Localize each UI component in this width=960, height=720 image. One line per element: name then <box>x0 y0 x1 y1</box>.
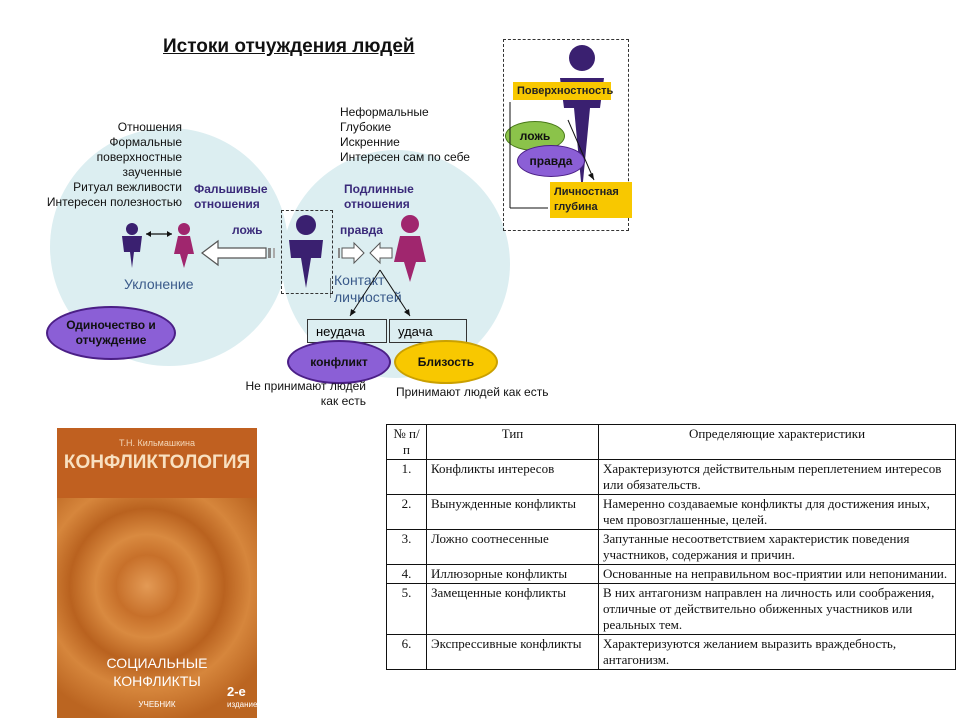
inset-frame <box>503 39 629 231</box>
false-relations-label: Фальшивые отношения <box>194 182 268 211</box>
table-cell: 3. <box>386 529 427 565</box>
truth-label: правда <box>340 223 383 237</box>
table-cell: Вынужденные конфликты <box>426 494 599 530</box>
table-cell: 1. <box>386 459 427 495</box>
conflicts-table: № п/п Тип Определяющие характеристики 1.… <box>386 424 956 670</box>
table-row: 1. Конфликты интересов Характеризуются д… <box>386 459 956 495</box>
closeness-ellipse: Близость <box>394 340 498 384</box>
table-cell: Намеренно создаваемые конфликты для дост… <box>598 494 956 530</box>
book-subtitle: СОЦИАЛЬНЫЕ КОНФЛИКТЫ <box>106 655 208 689</box>
table-header: Тип <box>426 424 599 460</box>
inset-arrow-icon <box>509 102 595 209</box>
book-cover: Т.Н. Кильмашкина КОНФЛИКТОЛОГИЯ СОЦИАЛЬН… <box>57 428 257 718</box>
table-row: 2. Вынужденные конфликты Намеренно созда… <box>386 494 956 530</box>
book-type: УЧЕБНИК <box>138 700 176 709</box>
table-cell: Характеризуются желанием выразить вражде… <box>598 634 956 670</box>
accept-caption: Принимают людей как есть <box>396 385 549 399</box>
person-large-icon <box>289 215 323 288</box>
table-cell: Иллюзорные конфликты <box>426 564 599 584</box>
table-row: 3. Ложно соотнесенные Запутанные несоотв… <box>386 529 956 565</box>
left-list: Отношения Формальные поверхностные зауче… <box>46 120 182 209</box>
book-title: КОНФЛИКТОЛОГИЯ <box>63 452 251 473</box>
contact-label: Контакт личностей <box>334 272 402 305</box>
table-cell: Экспрессивные конфликты <box>426 634 599 670</box>
table-cell: Конфликты интересов <box>426 459 599 495</box>
table-cell: 6. <box>386 634 427 670</box>
book-cover-pattern <box>57 498 257 718</box>
center-figure-frame <box>281 210 333 294</box>
branch-arrows-icon <box>330 269 411 317</box>
person-pair-icon <box>122 223 194 268</box>
table-cell: 4. <box>386 564 427 584</box>
success-box: удача <box>389 319 467 343</box>
surface-label: Поверхностность <box>513 82 613 100</box>
not-accept-caption: Не принимают людей как есть <box>245 379 367 408</box>
lie-arrow-icon <box>201 239 275 267</box>
table-cell: Характеризуются действительным переплете… <box>598 459 956 495</box>
table-cell: 2. <box>386 494 427 530</box>
diagram-title: Истоки отчуждения людей <box>163 36 415 57</box>
table-cell: Запутанные несоответствием характеристик… <box>598 529 956 565</box>
book-edition: 2-е <box>227 684 246 699</box>
table-header: Определяющие характеристики <box>598 424 956 460</box>
right-list: Неформальные Глубокие Искренние Интересе… <box>340 105 470 164</box>
true-relations-label: Подлинные отношения <box>344 182 414 211</box>
person-magenta-icon <box>394 215 426 282</box>
conflict-ellipse: конфликт <box>287 340 391 384</box>
table-cell: В них антагонизм направлен на личность и… <box>598 583 956 635</box>
lie-label: ложь <box>232 223 263 237</box>
avoidance-label: Уклонение <box>124 276 194 292</box>
table-cell: Замещенные конфликты <box>426 583 599 635</box>
table-cell: Ложно соотнесенные <box>426 529 599 565</box>
table-row: 6. Экспрессивные конфликты Характеризуют… <box>386 634 956 670</box>
truth-arrows-icon <box>338 241 393 265</box>
loneliness-ellipse: Одиночество и отчуждение <box>46 306 176 360</box>
book-author: Т.Н. Кильмашкина <box>118 438 196 448</box>
table-row: 5. Замещенные конфликты В них антагонизм… <box>386 583 956 635</box>
table-cell: 5. <box>386 583 427 635</box>
table-header: № п/п <box>386 424 427 460</box>
inset-truth-ellipse: правда <box>517 145 585 177</box>
table-cell: Основанные на неправильном вос-приятии и… <box>598 564 956 584</box>
table-header-row: № п/п Тип Определяющие характеристики <box>386 424 956 460</box>
depth-label: Личностная глубина <box>550 182 632 218</box>
table-row: 4. Иллюзорные конфликты Основанные на не… <box>386 564 956 584</box>
book-edition-word: издание <box>227 700 257 709</box>
person-inset-icon <box>560 45 604 192</box>
